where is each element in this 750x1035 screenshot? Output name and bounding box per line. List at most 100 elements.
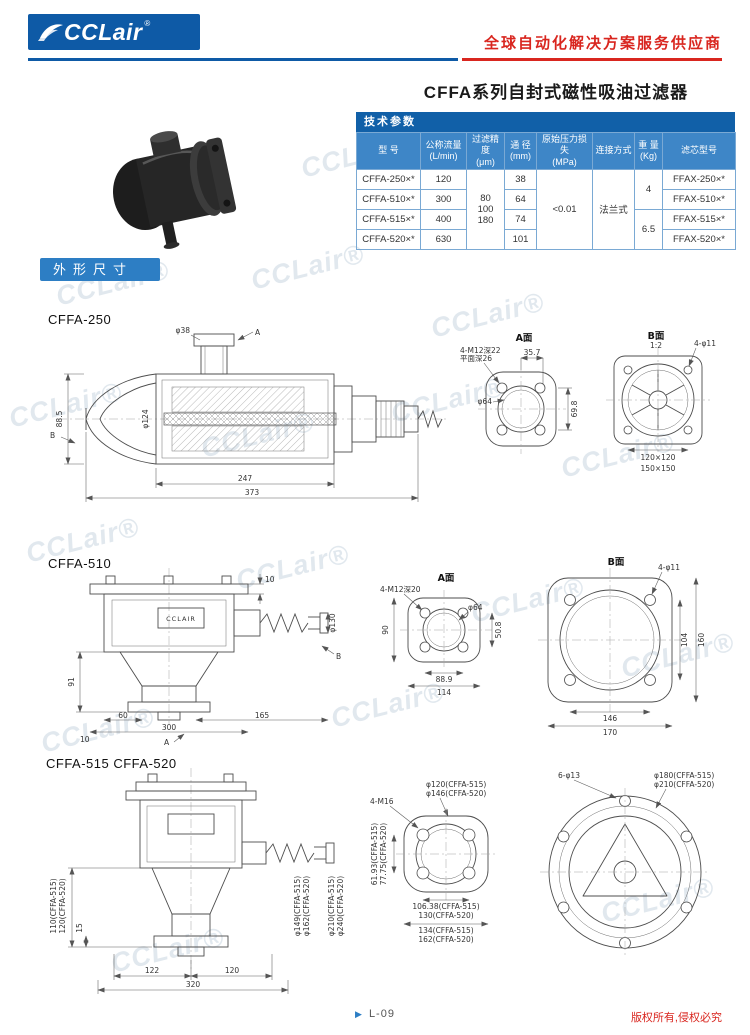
col-precision: 过滤精度(μm) bbox=[466, 132, 505, 170]
dim-phi64: φ64 bbox=[468, 603, 483, 612]
dim-120x120: 120×120 bbox=[641, 453, 676, 462]
dim-69-8: 69.8 bbox=[570, 400, 579, 417]
page-number-text: L-09 bbox=[368, 1008, 395, 1020]
dim-90: 90 bbox=[381, 625, 390, 635]
copyright-notice: 版权所有,侵权必究 bbox=[630, 1012, 722, 1024]
dim-4-phi11: 4-φ11 bbox=[694, 339, 716, 348]
product-photo bbox=[113, 131, 237, 249]
cffa-510-dimensions: 10 φ130 B 91 60 165 300 10 A bbox=[67, 574, 341, 746]
cffa-510-main-drawing: CCLAIR 10 φ130 B 91 60 165 300 10 A bbox=[67, 568, 341, 746]
dim-phi64: φ64 bbox=[478, 397, 493, 406]
cell-precision: 80 100 180 bbox=[466, 168, 505, 250]
dim-phi149-515: φ149(CFFA-515) bbox=[293, 876, 302, 936]
dim-10-bottom: 10 bbox=[80, 735, 90, 744]
header-line: 过滤精度 bbox=[471, 134, 499, 156]
cell-flow: 120 bbox=[420, 168, 467, 190]
flange-geometry bbox=[400, 590, 492, 670]
cell-connection: 法兰式 bbox=[592, 168, 635, 250]
cell-flow: 400 bbox=[420, 208, 467, 230]
header-line: (Kg) bbox=[639, 150, 657, 161]
dim-arrow-b: B bbox=[336, 652, 341, 661]
col-connection: 连接方式 bbox=[592, 132, 635, 170]
cell-weight: 6.5 bbox=[634, 208, 663, 250]
dim-104: 104 bbox=[680, 633, 689, 648]
cell-bore: 101 bbox=[504, 228, 537, 250]
flange-geometry bbox=[538, 568, 682, 712]
cell-model: CFFA-520×* bbox=[356, 228, 421, 250]
dim-phi180-515: φ180(CFFA-515) bbox=[654, 771, 714, 780]
cffa-250-view-a: A面 4-M12深22 平面深26 35.7 φ64 69.8 bbox=[460, 333, 579, 454]
dim-arrow-a: A bbox=[164, 738, 170, 746]
flange-geometry bbox=[540, 788, 710, 956]
dim-165: 165 bbox=[255, 711, 270, 720]
page-marker-icon: ▶ bbox=[355, 1009, 363, 1019]
dim-77-75-520: 77.75(CFFA-520) bbox=[379, 823, 388, 886]
precision-value: 80 bbox=[480, 192, 491, 204]
dim-phi210-520: φ210(CFFA-520) bbox=[654, 780, 714, 789]
cffa-250-geometry bbox=[58, 333, 448, 465]
header-line: 原始压力损失 bbox=[541, 134, 587, 156]
table-row: CFFA-510×* 300 64 FFAX-510×* bbox=[356, 188, 736, 210]
col-flow: 公称流量(L/min) bbox=[420, 132, 467, 170]
header-line: 重 量 bbox=[638, 139, 659, 150]
dim-91: 91 bbox=[67, 677, 76, 687]
logo-wing-icon bbox=[38, 24, 63, 41]
table-row: CFFA-250×* 120 80 100 180 38 <0.01 法兰式 4… bbox=[356, 168, 736, 250]
cell-flow: 630 bbox=[420, 228, 467, 250]
cell-bore: 74 bbox=[504, 208, 537, 230]
cffa-510-view-a: A面 4-M12深20 φ64 90 50.8 88.9 114 bbox=[380, 573, 503, 696]
dim-phi162-520: φ162(CFFA-520) bbox=[302, 876, 311, 936]
dim-phi146-520: φ146(CFFA-520) bbox=[426, 789, 486, 798]
header-line: (L/min) bbox=[429, 150, 458, 161]
dim-114: 114 bbox=[437, 688, 452, 696]
cffa-250-dimensions: φ38 A B 88.5 φ124 247 373 bbox=[50, 326, 419, 502]
cell-element: FFAX-520×* bbox=[662, 228, 736, 250]
dim-162-520: 162(CFFA-520) bbox=[418, 935, 473, 944]
header-line: (μm) bbox=[476, 156, 495, 167]
dim-phi124: φ124 bbox=[141, 409, 150, 428]
drawing-label-cffa-515-520: CFFA-515 CFFA-520 bbox=[46, 756, 177, 771]
cell-element: FFAX-515×* bbox=[662, 208, 736, 230]
dim-phi210-515: φ210(CFFA-515) bbox=[327, 876, 336, 936]
dim-320: 320 bbox=[186, 980, 201, 989]
cffa-515-520-view-b: 6-φ13 φ180(CFFA-515) φ210(CFFA-520) bbox=[540, 771, 714, 956]
table-row: CFFA-520×* 630 101 FFAX-520×* bbox=[356, 228, 736, 250]
dim-247: 247 bbox=[238, 474, 253, 483]
flange-geometry bbox=[478, 364, 566, 454]
logo-text: CCLair bbox=[64, 18, 143, 45]
header-line: (MPa) bbox=[552, 156, 577, 167]
dim-88-9: 88.9 bbox=[436, 675, 453, 684]
dim-88-5: 88.5 bbox=[55, 410, 64, 427]
dim-4-phi11: 4-φ11 bbox=[658, 563, 680, 572]
dim-phi240-520: φ240(CFFA-520) bbox=[336, 876, 345, 936]
table-row: CFFA-515×* 400 74 6.5 FFAX-515×* bbox=[356, 208, 736, 250]
cffa-510-view-b: B面 4-φ11 104 160 146 170 bbox=[538, 557, 706, 737]
view-title: A面 bbox=[516, 333, 533, 344]
header-line: (mm) bbox=[510, 150, 531, 161]
dim-arrow-a: A bbox=[255, 328, 261, 337]
dim-120: 120 bbox=[225, 966, 240, 975]
cell-model: CFFA-250×* bbox=[356, 168, 421, 190]
cffa-515-geometry bbox=[125, 768, 335, 972]
header-line: 公称流量 bbox=[425, 139, 462, 150]
page-title: CFFA系列自封式磁性吸油过滤器 bbox=[423, 83, 689, 102]
precision-value: 180 bbox=[477, 214, 494, 226]
cffa-250-view-b: B面 1:2 4-φ11 120×120 150×150 bbox=[606, 331, 716, 473]
dim-170: 170 bbox=[603, 728, 618, 737]
dim-130-520: 130(CFFA-520) bbox=[418, 911, 473, 920]
brand-plate: CCLAIR bbox=[166, 615, 196, 623]
col-pressure: 原始压力损失(MPa) bbox=[536, 132, 593, 170]
col-weight: 重 量(Kg) bbox=[634, 132, 663, 170]
cffa-515-dimensions: 110(CFFA-515) 120(CFFA-520) 15 φ149(CFFA… bbox=[49, 867, 345, 994]
dim-120-520: 120(CFFA-520) bbox=[58, 878, 67, 933]
cffa-515-520-main-drawing: 110(CFFA-515) 120(CFFA-520) 15 φ149(CFFA… bbox=[49, 768, 345, 994]
company-logo: CCLair ® bbox=[28, 14, 200, 50]
cell-bore: 64 bbox=[504, 188, 537, 210]
precision-value: 100 bbox=[477, 203, 494, 215]
cffa-510-geometry bbox=[89, 568, 329, 724]
dim-phi130: φ130 bbox=[328, 613, 337, 632]
table-header-row: 型 号 公称流量(L/min) 过滤精度(μm) 通 径(mm) 原始压力损失(… bbox=[356, 132, 736, 170]
header-rule-red bbox=[462, 58, 722, 61]
cell-element: FFAX-510×* bbox=[662, 188, 736, 210]
section-outline-dimensions: 外形尺寸 bbox=[40, 258, 160, 281]
